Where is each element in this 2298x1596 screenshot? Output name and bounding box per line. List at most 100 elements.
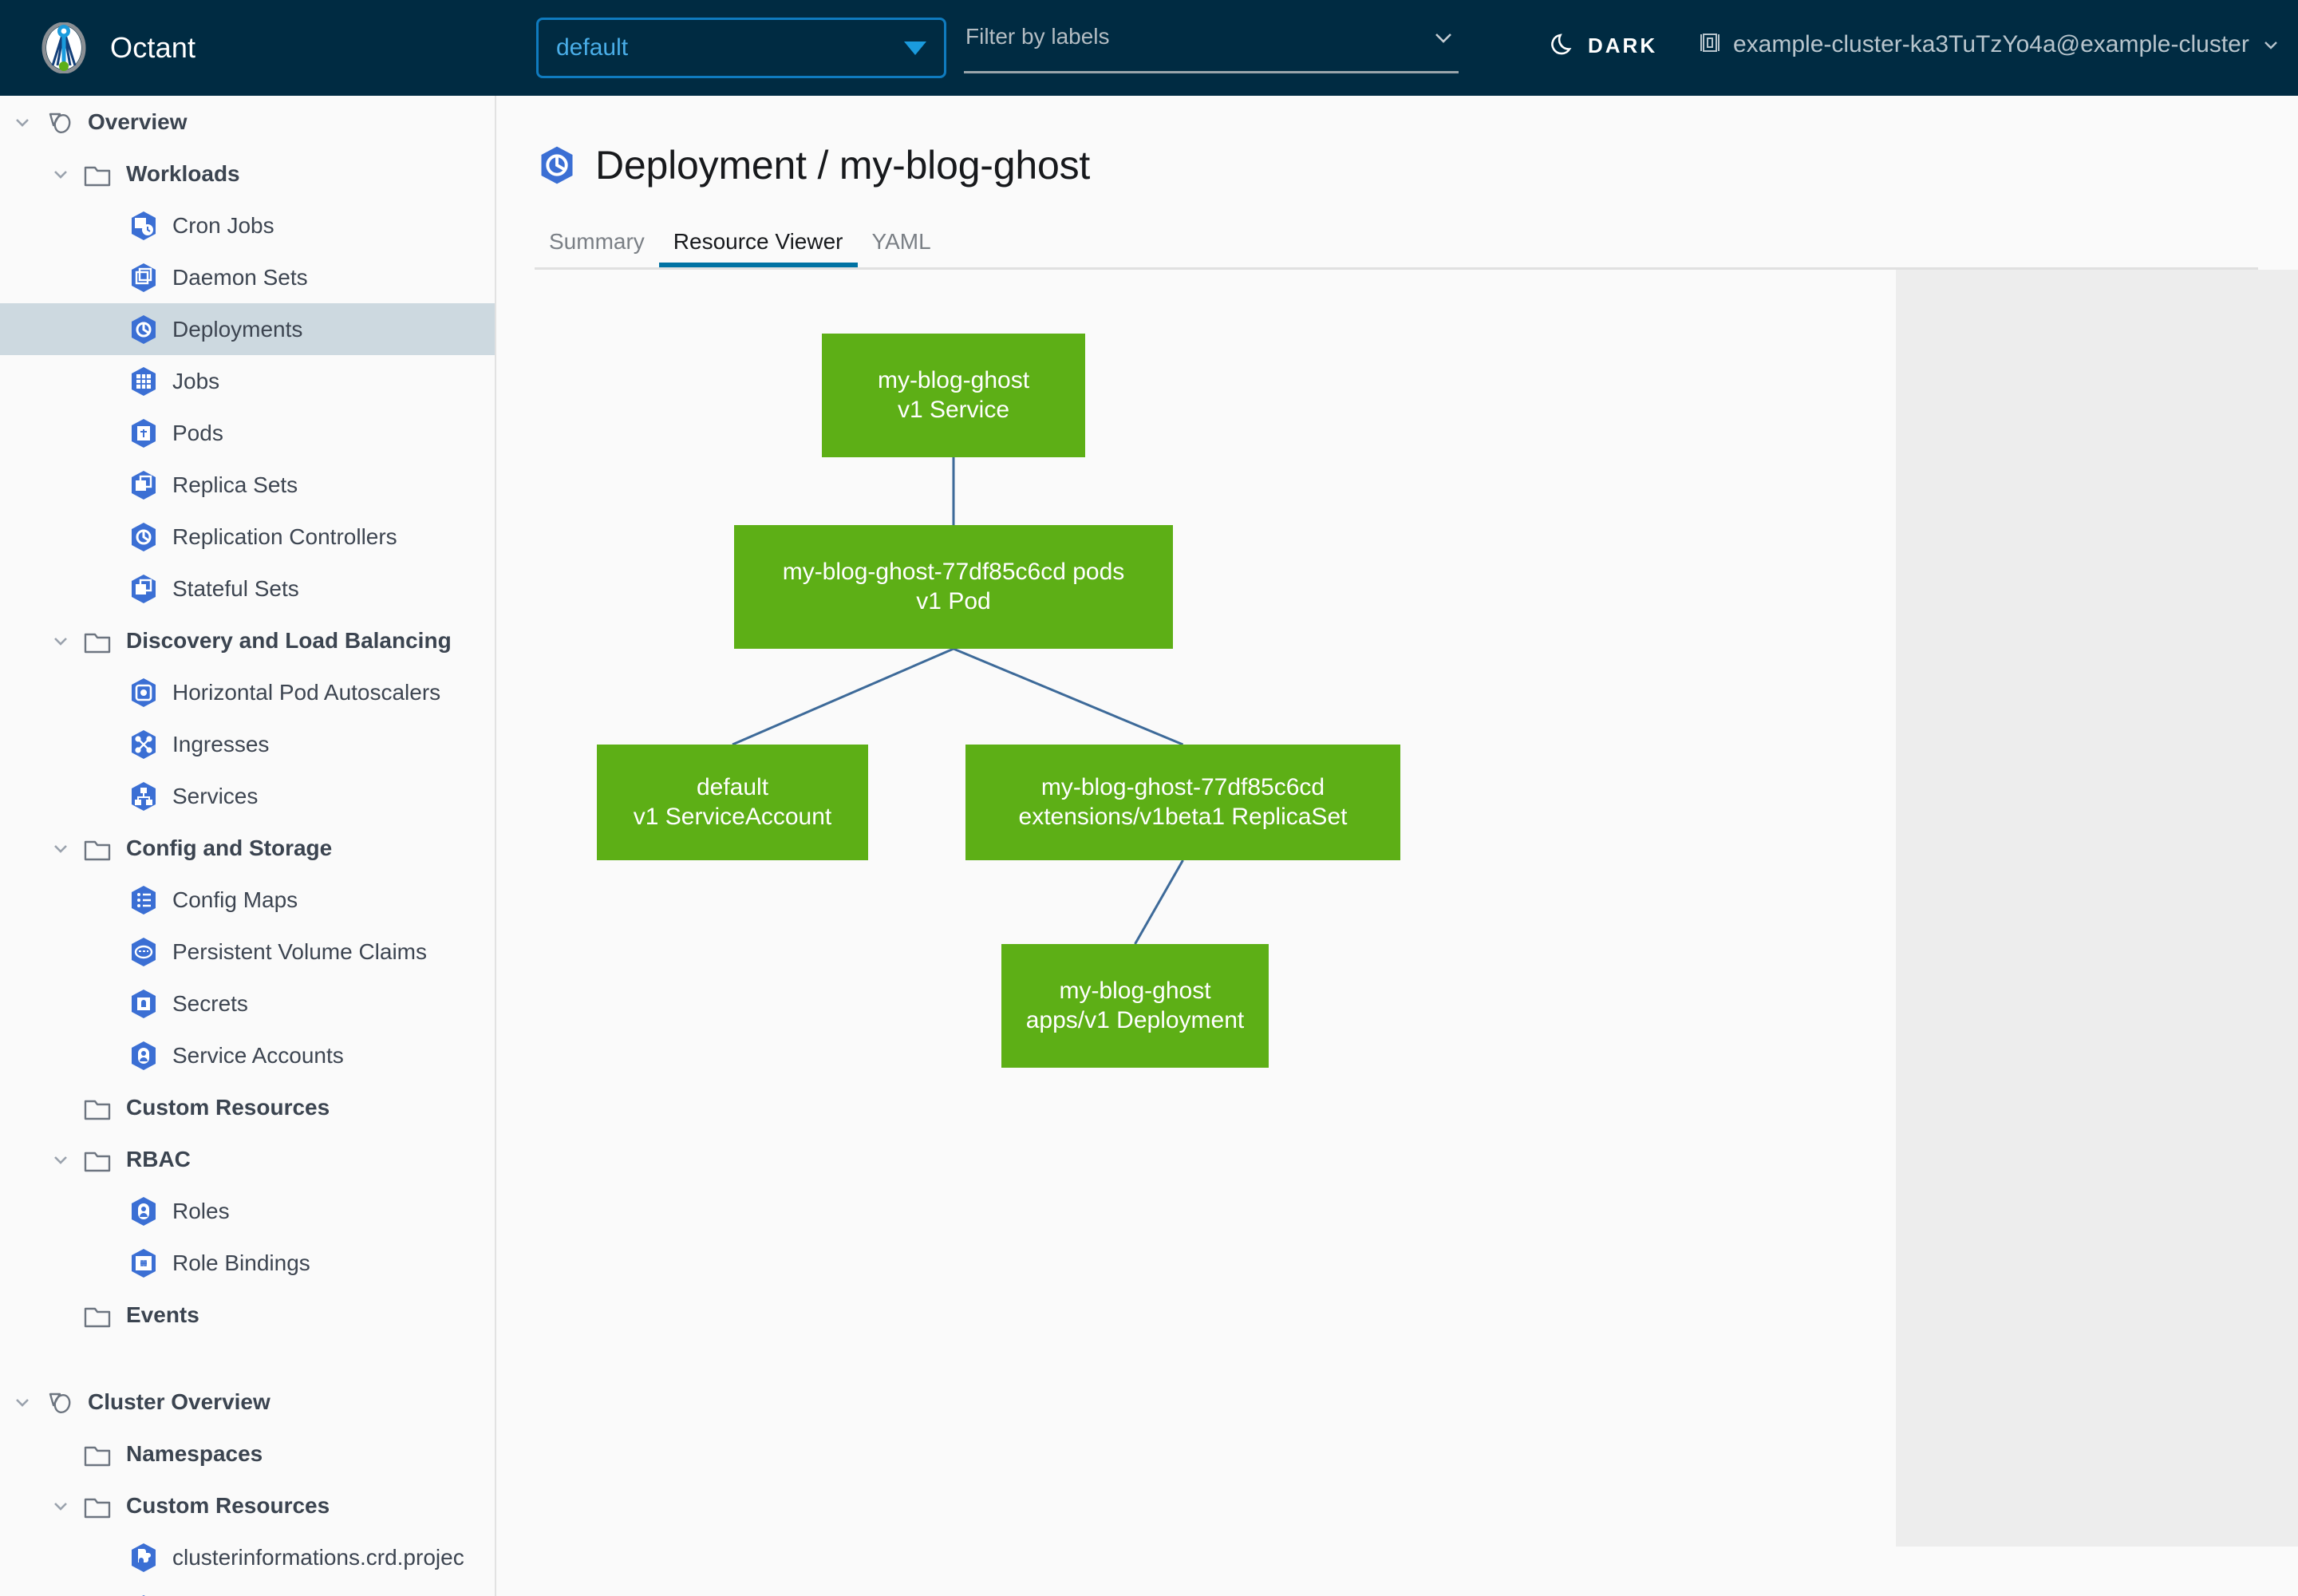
sidebar-item-label: Ingresses [172, 731, 270, 757]
k8s-daemonset-icon [128, 262, 160, 294]
k8s-crd-icon [128, 1594, 160, 1596]
sidebar-item-cluster-overview[interactable]: Cluster Overview [0, 1376, 495, 1428]
sidebar-item-clusterinformations-crd-projec[interactable]: clusterinformations.crd.projec [0, 1531, 495, 1583]
sidebar-item-namespaces[interactable]: Namespaces [0, 1428, 495, 1479]
label-filter-input[interactable] [964, 21, 1379, 53]
overview-icon [43, 1386, 75, 1418]
sidebar-item-label: Custom Resources [126, 1492, 330, 1518]
sidebar-item-discovery-and-load-balancing[interactable]: Discovery and Load Balancing [0, 614, 495, 666]
folder-icon [81, 158, 113, 190]
chevron-down-icon[interactable] [49, 630, 72, 652]
sidebar-item-rbac[interactable]: RBAC [0, 1133, 495, 1185]
sidebar-item-events[interactable]: Events [0, 1289, 495, 1341]
cluster-name: example-cluster-ka3TuTzYo4a@example-clus… [1733, 30, 2249, 57]
sidebar-item-deployments[interactable]: Deployments [0, 303, 495, 355]
app-header: Octant default DARK exam [0, 0, 2298, 96]
cluster-icon [1698, 30, 1722, 58]
folder-icon [81, 625, 113, 657]
k8s-job-icon [128, 365, 160, 397]
sidebar-item-label: Replication Controllers [172, 523, 397, 549]
sidebar-item-label: RBAC [126, 1146, 191, 1171]
sidebar-item-label: Replica Sets [172, 472, 298, 497]
resource-graph-edges [732, 457, 1184, 945]
folder-icon [81, 1490, 113, 1522]
sidebar-item-daemon-sets[interactable]: Daemon Sets [0, 251, 495, 303]
brand[interactable]: Octant [38, 22, 485, 74]
sidebar-item-config-and-storage[interactable]: Config and Storage [0, 822, 495, 874]
sidebar-item-stateful-sets[interactable]: Stateful Sets [0, 563, 495, 614]
sidebar-item-service-accounts[interactable]: Service Accounts [0, 1029, 495, 1081]
label-filter[interactable] [964, 21, 1459, 73]
sidebar-item-label: Deployments [172, 316, 303, 342]
chevron-down-icon[interactable] [11, 1391, 34, 1413]
cluster-switcher[interactable]: example-cluster-ka3TuTzYo4a@example-clus… [1698, 30, 2281, 58]
sidebar-item-workloads[interactable]: Workloads [0, 148, 495, 200]
sidebar-item-persistent-volume-claims[interactable]: Persistent Volume Claims [0, 926, 495, 978]
chevron-down-icon[interactable] [1431, 26, 1455, 49]
sidebar-item-cron-jobs[interactable]: Cron Jobs [0, 200, 495, 251]
sidebar-item-replication-controllers[interactable]: Replication Controllers [0, 511, 495, 563]
sidebar-item-label: Cluster Overview [88, 1389, 270, 1414]
resource-viewer-side-panel [1896, 270, 2298, 1547]
sidebar-item-label: Pods [172, 420, 223, 445]
sidebar-item-horizontal-pod-autoscalers[interactable]: Horizontal Pod Autoscalers [0, 666, 495, 718]
k8s-crd-icon [128, 1542, 160, 1574]
namespace-select[interactable]: default [536, 18, 946, 78]
folder-icon [81, 1438, 113, 1470]
tab-resource-viewer[interactable]: Resource Viewer [659, 229, 858, 267]
overview-icon [43, 106, 75, 138]
sidebar-item-label: Stateful Sets [172, 575, 299, 601]
tab-yaml[interactable]: YAML [871, 229, 931, 254]
resource-node-name: my-blog-ghost-77df85c6cd pods [782, 558, 1125, 585]
sidebar-item-custom-resources[interactable]: Custom Resources [0, 1081, 495, 1133]
content-tabs[interactable]: Summary Resource Viewer YAML [535, 220, 2258, 270]
k8s-rolebinding-icon [128, 1247, 160, 1279]
resource-node-name: default [696, 773, 769, 800]
dark-mode-toggle[interactable]: DARK [1550, 30, 1657, 61]
page-title-text: Deployment / my-blog-ghost [595, 143, 1091, 188]
sidebar-item-services[interactable]: Services [0, 770, 495, 822]
sidebar-item-label: Config and Storage [126, 835, 333, 860]
resource-node-kind: apps/v1 Deployment [1025, 1006, 1245, 1033]
chevron-down-icon[interactable] [49, 1495, 72, 1517]
sidebar-item-pods[interactable]: Pods [0, 407, 495, 459]
sidebar-item-config-maps[interactable]: Config Maps [0, 874, 495, 926]
resource-node-name: my-blog-ghost-77df85c6cd [1040, 773, 1325, 800]
sidebar-item-jobs[interactable]: Jobs [0, 355, 495, 407]
chevron-down-icon [2260, 34, 2281, 55]
sidebar-item-overview[interactable]: Overview [0, 96, 495, 148]
sidebar-item-label: Jobs [172, 368, 220, 393]
sidebar-item-csidrivers-csi-storage-k8s-io[interactable]: csidrivers.csi.storage.k8s.io [0, 1583, 495, 1596]
sidebar-item-role-bindings[interactable]: Role Bindings [0, 1237, 495, 1289]
k8s-deployment-icon [128, 314, 160, 346]
octant-logo-icon [38, 22, 89, 74]
chevron-down-icon[interactable] [49, 837, 72, 859]
sidebar-item-label: Secrets [172, 990, 248, 1016]
sidebar-item-replica-sets[interactable]: Replica Sets [0, 459, 495, 511]
sidebar-item-label: Services [172, 783, 259, 808]
chevron-down-icon[interactable] [49, 163, 72, 185]
chevron-down-icon[interactable] [49, 1148, 72, 1171]
sidebar-item-custom-resources[interactable]: Custom Resources [0, 1479, 495, 1531]
folder-icon [81, 1299, 113, 1331]
chevron-down-icon[interactable] [11, 111, 34, 133]
sidebar-item-ingresses[interactable]: Ingresses [0, 718, 495, 770]
brand-name: Octant [110, 31, 196, 64]
dark-mode-label: DARK [1588, 34, 1658, 57]
k8s-serviceaccount-icon [128, 1040, 160, 1072]
tab-summary[interactable]: Summary [549, 229, 645, 254]
k8s-replicaset-icon [128, 469, 160, 501]
k8s-service-icon [128, 780, 160, 812]
sidebar-item-roles[interactable]: Roles [0, 1185, 495, 1237]
sidebar-item-secrets[interactable]: Secrets [0, 978, 495, 1029]
k8s-role-icon [128, 1195, 160, 1227]
k8s-statefulset-icon [128, 573, 160, 605]
